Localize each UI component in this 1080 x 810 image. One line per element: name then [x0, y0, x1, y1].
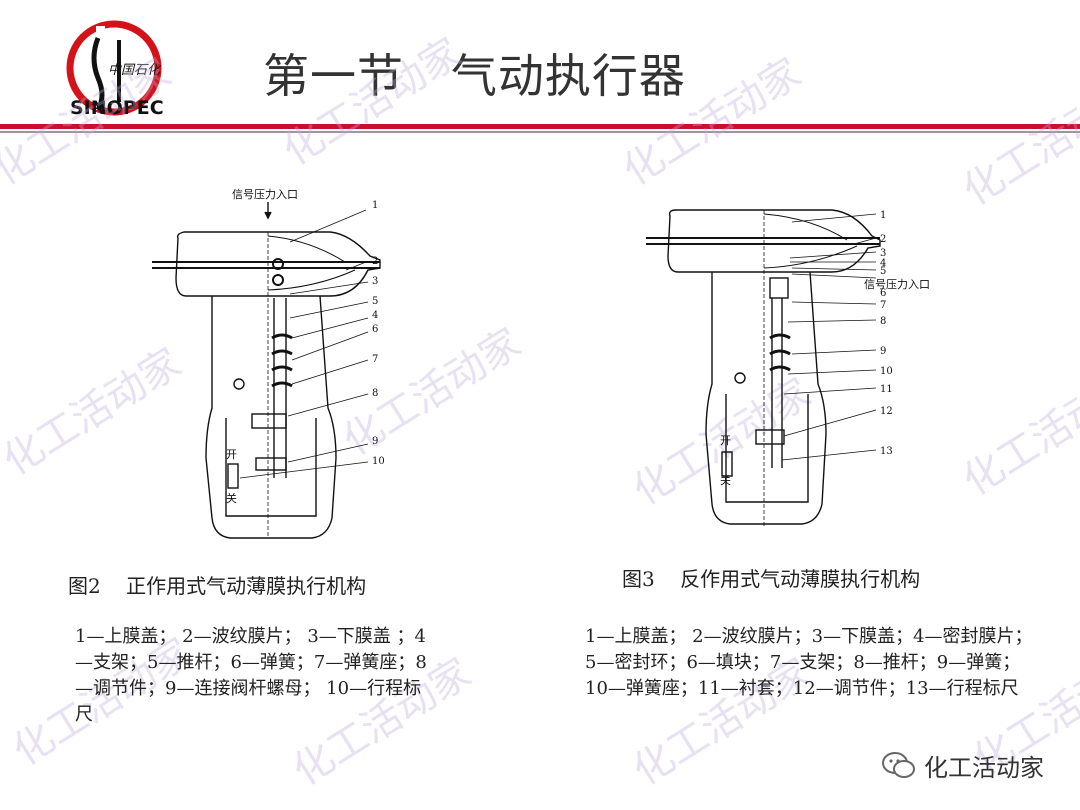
figure-2-caption: 图2 正作用式气动薄膜执行机构: [68, 574, 367, 598]
figure-2-legend: 1—上膜盖； 2—波纹膜片； 3—下膜盖 ；4—支架；5—推杆；6—弹簧；7—弹…: [75, 626, 427, 725]
signal-inlet-label: 信号压力入口: [232, 188, 298, 201]
part-number-label: 3: [880, 248, 886, 259]
part-number-label: 4: [372, 310, 378, 321]
footer-brand: 化工活动家: [882, 748, 1044, 783]
part-number-label: 5: [372, 296, 378, 307]
part-number-label: 7: [880, 300, 886, 311]
part-number-label: 6: [372, 324, 378, 335]
figure-3-caption: 图3 反作用式气动薄膜执行机构: [622, 567, 921, 591]
part-number-label: 9: [372, 436, 378, 447]
direct-acting-actuator-diagram: 信号压力入口 1 2 3 5: [152, 188, 385, 539]
part-number-label: 7: [372, 354, 378, 365]
header-rule-red: [0, 124, 1080, 129]
part-number-label: 11: [880, 384, 893, 395]
part-number-label: 6: [880, 288, 886, 299]
footer-brand-text: 化工活动家: [924, 754, 1044, 782]
svg-text:中国石化: 中国石化: [108, 63, 162, 78]
sinopec-logo: 中国石化 SINOPEC: [66, 20, 164, 119]
part-number-label: 8: [880, 316, 886, 327]
switch-open-label: 开: [226, 448, 237, 461]
part-number-label: 10: [880, 366, 893, 377]
switch-open-label: 开: [720, 434, 731, 447]
part-number-label: 3: [372, 276, 378, 287]
part-number-label: 5: [880, 266, 886, 277]
signal-inlet-label: 信号压力入口: [864, 278, 930, 291]
svg-text:SINOPEC: SINOPEC: [70, 97, 164, 119]
part-number-label: 10: [372, 456, 385, 467]
part-number-label: 1: [372, 200, 378, 211]
switch-close-label: 关: [720, 473, 731, 487]
wechat-icon: [882, 751, 915, 778]
reverse-acting-actuator-diagram: 1 2 3 4 5 6 7 8 9 10 11 12 13 信号压力入口 开 关: [646, 209, 930, 528]
figure-3-legend: 1—上膜盖； 2—波纹膜片；3—下膜盖；4—密封膜片；5—密封环；6—填块；7—…: [585, 626, 1033, 699]
switch-close-label: 关: [226, 491, 237, 505]
header-rule-gray: [0, 131, 1080, 133]
part-number-label: 2: [372, 256, 378, 267]
part-number-label: 8: [372, 388, 378, 399]
part-number-label: 1: [880, 210, 886, 221]
part-number-label: 12: [880, 406, 893, 417]
part-number-label: 2: [880, 234, 886, 245]
page-title: 第一节 气动执行器: [263, 49, 686, 103]
part-number-label: 13: [880, 446, 893, 457]
part-number-label: 9: [880, 346, 886, 357]
watermark: 化工活动家: [955, 69, 1080, 215]
part-number-label: 4: [880, 258, 886, 269]
